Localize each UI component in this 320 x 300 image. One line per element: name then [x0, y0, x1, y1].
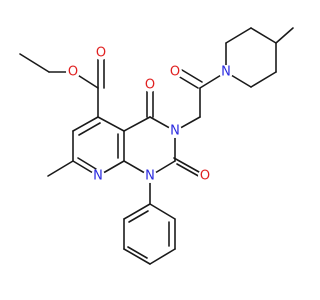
atom-label-n: N	[170, 124, 180, 139]
bond-ph-3	[149, 248, 176, 265]
pyridine-nitrogen: N	[91, 169, 105, 184]
atom-layer: O O O O O N N N	[66, 46, 233, 184]
atom-label-o: O	[200, 169, 210, 184]
bond-pip-c3-c4	[250, 27, 277, 44]
c4-oxygen: O	[143, 78, 157, 93]
n1-nitrogen: N	[143, 169, 157, 184]
atom-label-n: N	[221, 65, 231, 80]
bond-c4a-c4	[123, 116, 151, 132]
atom-label-n: N	[145, 169, 155, 184]
bond-pip-methyl	[275, 27, 294, 44]
bond-ph-double-b	[127, 246, 148, 259]
amide-oxygen: O	[168, 65, 182, 80]
atom-label-o: O	[68, 65, 78, 80]
bond-layer	[19, 27, 294, 265]
bond-c7-n8-double	[77, 157, 97, 170]
bond-amide-c-o-a	[177, 75, 199, 89]
molecule-canvas: O O O O O N N N	[19, 27, 294, 265]
bond-ph-double-c	[128, 210, 149, 223]
ester-carbonyl-oxygen: O	[94, 46, 108, 61]
bond-c5-c6-double	[78, 122, 101, 136]
molecule-structure: O O O O O N N N	[19, 27, 294, 265]
bond-ph-6	[123, 203, 151, 220]
bond-ph-4	[123, 248, 151, 265]
atom-label-o: O	[170, 65, 180, 80]
bond-pip-c2-c3	[225, 27, 252, 44]
atom-label-o: O	[145, 78, 155, 93]
n3-nitrogen: N	[168, 124, 182, 139]
bond-pip-c5-c6	[250, 71, 277, 88]
atom-label-n: N	[93, 169, 103, 184]
bond-c2-o-b	[176, 163, 203, 179]
piperidine-nitrogen: N	[219, 65, 233, 80]
c2-oxygen: O	[198, 169, 212, 184]
atom-label-o: O	[96, 46, 106, 61]
bond-ph-1	[149, 203, 176, 220]
bond-c5-c6	[72, 116, 99, 132]
bond-c7-methyl	[47, 160, 74, 177]
bond-c4a-c5	[97, 116, 125, 132]
bond-amide-c-o-b	[181, 69, 203, 83]
bond-methoxy-methyl	[19, 53, 50, 73]
bond-c2-o-a	[173, 157, 200, 173]
ester-ether-oxygen: O	[66, 65, 80, 80]
